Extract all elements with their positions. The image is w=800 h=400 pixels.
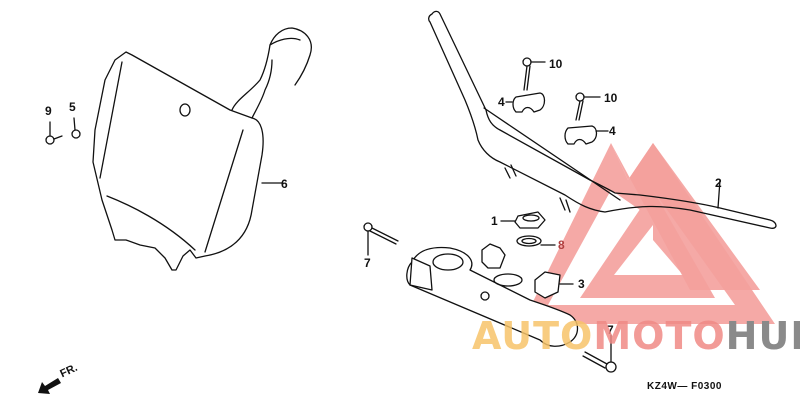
watermark-logo-icon <box>522 143 775 324</box>
callout-4-left: 4 <box>498 95 505 109</box>
holder-bolt-10-left-icon <box>522 57 546 91</box>
number-plate-icon <box>92 27 312 271</box>
callout-3: 3 <box>578 277 585 291</box>
washer-8-icon <box>516 235 556 247</box>
callout-10-right: 10 <box>604 91 618 105</box>
collar-nut-5-icon <box>71 117 81 139</box>
callout-4-right: 4 <box>609 124 616 138</box>
holder-bolt-10-right-icon <box>575 92 601 121</box>
callout-1: 1 <box>491 214 498 228</box>
callout-5: 5 <box>69 100 76 114</box>
front-direction-arrow-icon <box>38 378 61 394</box>
callout-9: 9 <box>45 104 52 118</box>
upper-holder-4-left-icon <box>505 92 546 113</box>
diagram-code: KZ4W— F0300 <box>647 381 722 392</box>
brand-part-hub: HUB <box>725 314 800 358</box>
brand-part-moto: MOTO <box>593 314 726 358</box>
brand-part-auto: AUTO <box>472 314 594 358</box>
bolt-9-icon <box>45 121 63 145</box>
watermark-brand: AUTOMOTOHUB <box>472 316 800 356</box>
callout-6: 6 <box>281 177 288 191</box>
pinch-bolt-7-upper-icon <box>363 222 399 256</box>
callout-7-upper: 7 <box>364 256 371 270</box>
upper-holder-4-right-icon <box>564 125 609 145</box>
handlebar-icon <box>428 10 777 229</box>
callout-2: 2 <box>715 176 722 190</box>
top-bridge-3-icon <box>406 243 579 347</box>
callout-8: 8 <box>558 238 565 252</box>
callout-10-left: 10 <box>549 57 563 71</box>
pinch-bolt-7-lower-icon <box>582 334 617 373</box>
callout-7-lower: 7 <box>607 323 614 337</box>
stem-nut-1-icon <box>500 211 546 229</box>
